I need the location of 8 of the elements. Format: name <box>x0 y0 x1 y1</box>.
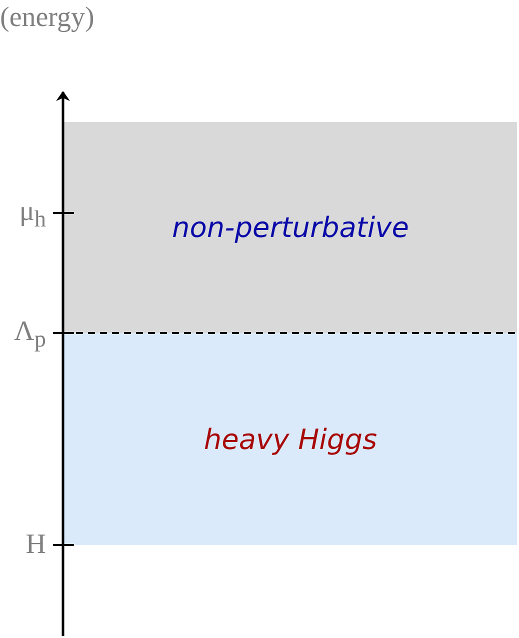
tick-label: Λ$_{p}$ <box>14 318 46 352</box>
region-band <box>64 122 517 333</box>
tick-label: H <box>26 531 46 559</box>
region-label: non-perturbative <box>172 211 409 244</box>
axis-title: (energy) <box>0 4 94 32</box>
region-label: heavy Higgs <box>204 422 378 456</box>
tick-label: μ$_{h}$ <box>19 198 46 232</box>
region-band <box>64 333 517 545</box>
